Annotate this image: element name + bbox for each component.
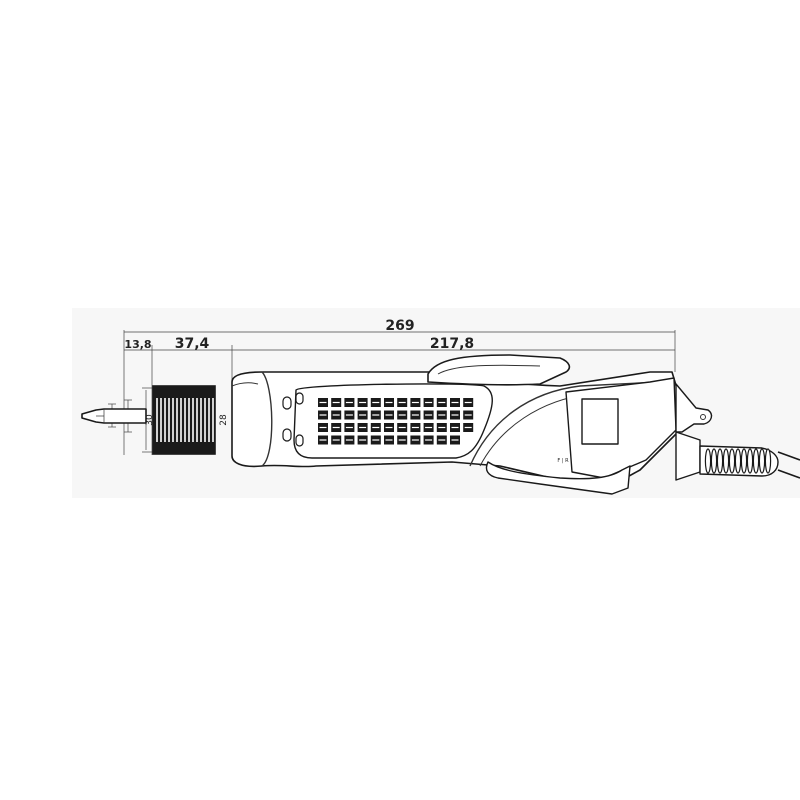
trigger-lever — [485, 461, 631, 495]
cord-rib — [716, 448, 724, 474]
cord-rib — [758, 448, 766, 474]
dim-body-length: 217,8 — [430, 336, 474, 352]
display-window — [581, 398, 619, 445]
dim-total-length: 269 — [385, 318, 414, 334]
power-cord — [699, 445, 800, 479]
cord-rib — [740, 448, 748, 474]
cord-rib — [734, 448, 742, 474]
dim-nose-length: 37,4 — [175, 336, 210, 352]
cord-rib — [764, 448, 772, 474]
cord-rib — [746, 448, 754, 474]
dim-dia-28: 28 — [219, 414, 229, 426]
dim-bit-length: 13,8 — [124, 338, 151, 351]
side-button-1 — [282, 396, 292, 410]
cord-rib — [728, 448, 736, 474]
rear-hook — [675, 383, 713, 433]
cord-rib — [710, 448, 718, 474]
side-button-4 — [295, 434, 304, 447]
nose-collar — [152, 385, 216, 455]
side-button-2 — [282, 428, 292, 442]
cord-rib — [704, 448, 712, 474]
vent-grid — [318, 398, 474, 445]
dim-dia-30: 30 — [145, 414, 155, 426]
tool-body: F | R — [231, 354, 713, 495]
cord-rib — [752, 448, 760, 474]
cord-rib — [722, 448, 730, 474]
side-button-3 — [295, 392, 304, 405]
screwdriver-bit — [81, 408, 147, 424]
switch-label: F | R — [557, 458, 569, 464]
